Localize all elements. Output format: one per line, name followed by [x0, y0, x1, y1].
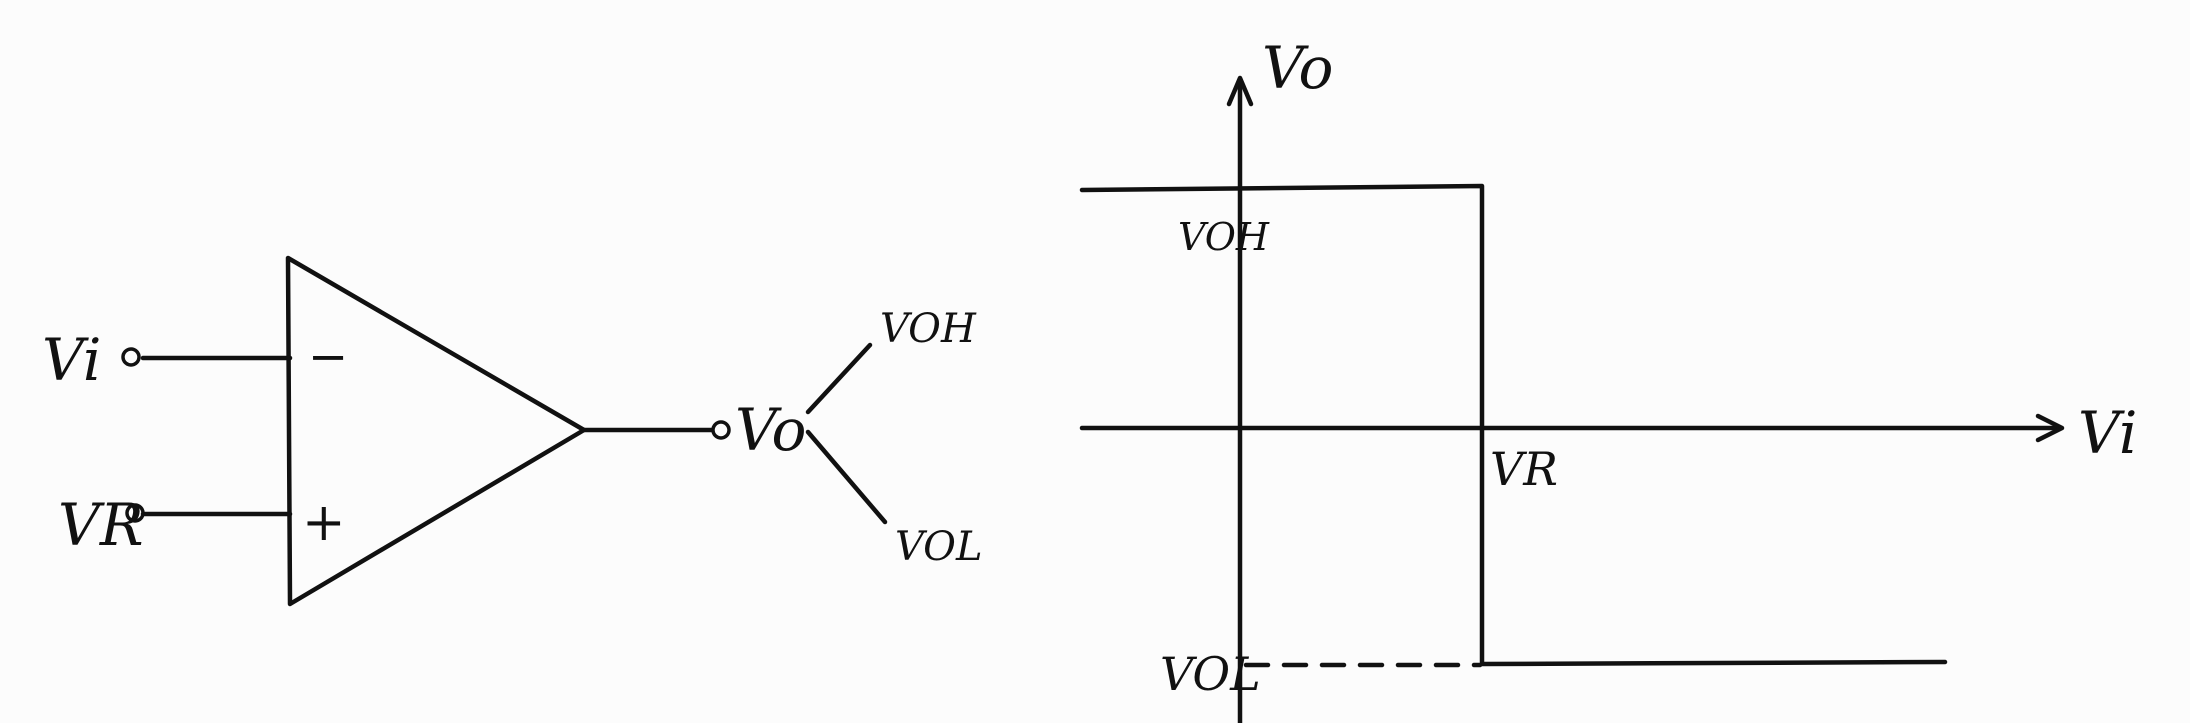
- output-terminal: [711, 420, 731, 440]
- plus-sign: +: [302, 493, 346, 553]
- opamp-triangle: [285, 255, 587, 607]
- transfer-curve: [1079, 183, 1948, 667]
- transfer-characteristic-graph: Vo Vi VOH VOL VR: [1079, 34, 2137, 723]
- output-low-branch: [805, 429, 888, 525]
- level-high-label: VOH: [1178, 215, 1270, 259]
- threshold-label: VR: [1490, 442, 1558, 496]
- output-low-label: VOL: [895, 524, 983, 570]
- output-label: Vo: [735, 396, 806, 464]
- reference-input-terminal: [125, 503, 145, 523]
- y-axis-arrowhead: [1226, 75, 1254, 107]
- reference-input-label: VR: [58, 491, 144, 559]
- level-low-label: VOL: [1160, 647, 1261, 701]
- comparator-circuit: − + Vi VR Vo VOH VOL: [42, 255, 983, 607]
- x-axis-arrowhead: [2035, 413, 2065, 443]
- output-high-branch: [805, 342, 873, 415]
- inverting-input-label: Vi: [42, 326, 101, 394]
- inverting-input-terminal: [121, 347, 141, 367]
- output-high-label: VOH: [880, 306, 977, 352]
- x-axis-label: Vi: [2078, 399, 2137, 467]
- minus-sign: −: [308, 329, 348, 385]
- y-axis-label: Vo: [1262, 34, 1333, 102]
